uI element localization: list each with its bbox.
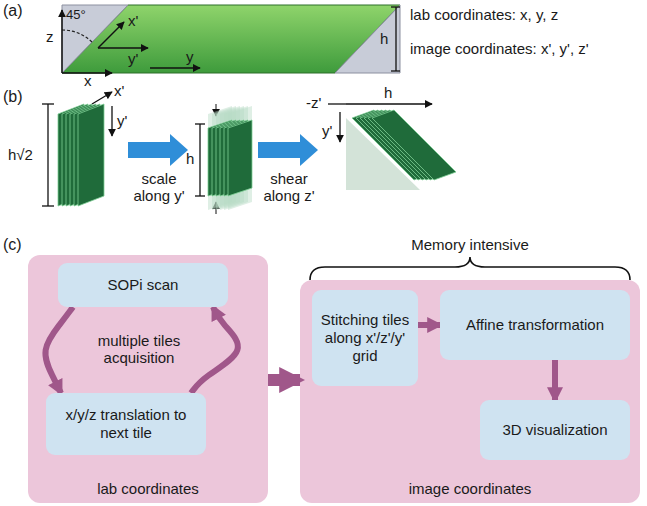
box-text: Stitching tiles along x'/z'/y' grid — [318, 311, 412, 365]
panel-letter: (a) — [3, 2, 23, 20]
dimension-label: h√2 — [8, 146, 33, 163]
box-text: Affine transformation — [466, 316, 604, 334]
region-panel: lab coordinates SOPi scan x/y/z translatio… — [28, 255, 268, 503]
bracket-label: Memory intensive — [380, 236, 560, 253]
dimension-label: h — [186, 150, 194, 167]
angle-label: 45° — [66, 8, 86, 23]
box-text: x/y/z translation to next tile — [52, 406, 200, 442]
process-box: SOPi scan — [58, 263, 228, 307]
process-box: x/y/z translation to next tile — [46, 393, 206, 455]
step-label: shear along z' — [254, 170, 324, 205]
panel-letter: (c) — [3, 236, 22, 254]
slab-figure — [62, 5, 400, 73]
axis-label: y' — [128, 50, 138, 67]
axis-label: y' — [117, 112, 127, 129]
panel-caption: image coordinates — [300, 480, 640, 497]
axis-label: y — [186, 48, 194, 65]
flow-arrow — [268, 374, 300, 386]
axis-label: x' — [128, 12, 138, 29]
panel-letter: (b) — [3, 88, 23, 106]
region-panel: image coordinates Stitching tiles along x… — [300, 280, 640, 503]
dimension-label: h — [380, 30, 388, 47]
legend-note: image coordinates: x', y', z' — [410, 40, 589, 57]
process-box: Stitching tiles along x'/z'/y' grid — [312, 290, 418, 386]
process-box: Affine transformation — [440, 290, 630, 360]
axis-label: y' — [322, 122, 332, 139]
panel-caption: lab coordinates — [28, 480, 268, 497]
axis-label: x — [84, 72, 92, 89]
dimension-label: h — [384, 84, 392, 101]
axis-label: x' — [114, 82, 124, 99]
box-text: 3D visualization — [502, 421, 607, 439]
slice — [78, 104, 104, 206]
step-label: scale along y' — [126, 170, 192, 205]
process-box: 3D visualization — [480, 400, 630, 460]
brace — [310, 257, 630, 280]
slice-stack — [58, 104, 456, 210]
slice — [228, 120, 252, 196]
axis-label: z — [46, 28, 54, 45]
axis-label: -z' — [306, 94, 321, 111]
legend-note: lab coordinates: x, y, z — [410, 6, 558, 23]
box-text: SOPi scan — [108, 276, 179, 294]
slice — [372, 110, 456, 180]
cycle-label: multiple tiles acquisition — [76, 332, 202, 367]
